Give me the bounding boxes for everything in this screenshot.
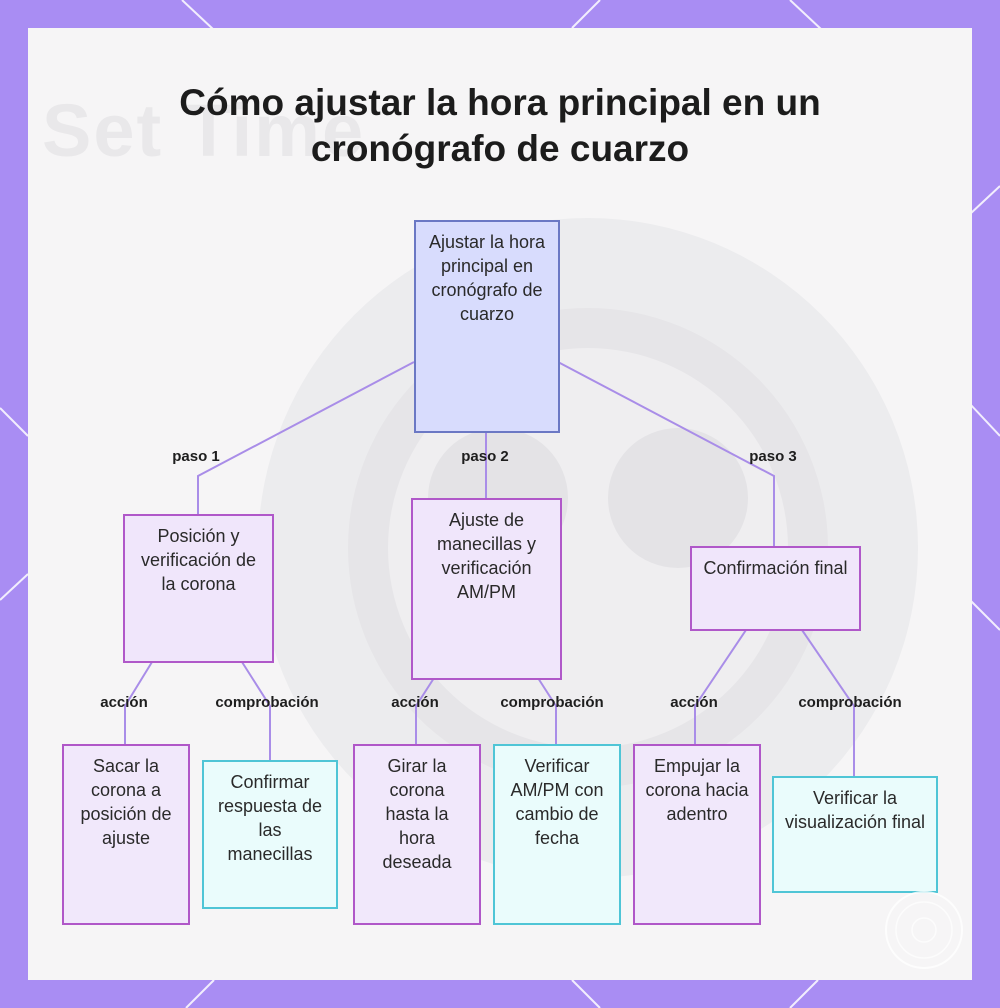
step-node-3: Confirmación final: [690, 546, 861, 631]
edge-label-accion-2: acción: [391, 694, 439, 711]
edge-step1-leaf1: [124, 661, 153, 744]
root-node: Ajustar la hora principal en cronógrafo …: [414, 220, 560, 433]
step-node-2: Ajuste de manecillas y verificación AM/P…: [411, 498, 562, 680]
leaf-node-4-label: Verificar AM/PM con cambio de fecha: [510, 756, 604, 848]
edge-label-paso-1: paso 1: [172, 448, 220, 465]
edge-step3-leaf5: [694, 629, 747, 744]
step-node-1-label: Posición y verificación de la corona: [140, 526, 257, 594]
leaf-node-6-label: Verificar la visualización final: [784, 788, 926, 832]
edge-label-paso-3: paso 3: [749, 448, 797, 465]
diagram-edges: [124, 361, 855, 776]
leaf-node-2-label: Confirmar respuesta de las manecillas: [217, 772, 323, 864]
edge-step2-leaf4: [537, 677, 557, 744]
leaf-node-5-label: Empujar la corona hacia adentro: [645, 756, 749, 824]
edge-label-comprobacion-1: comprobación: [215, 694, 319, 711]
edge-root-step3: [557, 361, 775, 546]
step-node-3-label: Confirmación final: [703, 558, 848, 578]
diagram-card: Set Time Cómo ajustar la hora principal …: [28, 28, 972, 980]
edge-step3-leaf6: [801, 629, 855, 776]
leaf-node-girar-corona: Girar la corona hasta la hora deseada: [353, 744, 481, 925]
leaf-node-3-label: Girar la corona hasta la hora deseada: [382, 756, 452, 872]
edge-label-accion-3: acción: [670, 694, 718, 711]
edge-label-comprobacion-2: comprobación: [500, 694, 604, 711]
edge-label-paso-2: paso 2: [461, 448, 509, 465]
step-node-2-label: Ajuste de manecillas y verificación AM/P…: [436, 510, 537, 602]
leaf-node-empujar-corona: Empujar la corona hacia adentro: [633, 744, 761, 925]
edge-label-comprobacion-3: comprobación: [798, 694, 902, 711]
edge-step1-leaf2: [241, 661, 271, 760]
diagram-title: Cómo ajustar la hora principal en un cro…: [179, 82, 821, 169]
leaf-node-1-label: Sacar la corona a posición de ajuste: [80, 756, 172, 848]
root-node-label: Ajustar la hora principal en cronógrafo …: [428, 232, 546, 324]
leaf-node-confirmar-respuesta: Confirmar respuesta de las manecillas: [202, 760, 338, 909]
step-node-1: Posición y verificación de la corona: [123, 514, 274, 663]
leaf-node-sacar-corona: Sacar la corona a posición de ajuste: [62, 744, 190, 925]
edge-root-step1: [197, 361, 415, 516]
edge-label-accion-1: acción: [100, 694, 148, 711]
leaf-node-verificar-visualizacion: Verificar la visualización final: [772, 776, 938, 893]
leaf-node-verificar-ampm: Verificar AM/PM con cambio de fecha: [493, 744, 621, 925]
edge-step2-leaf3: [415, 677, 435, 744]
watermark-seal-icon: [885, 891, 963, 969]
background-ghost-text: Set Time: [42, 89, 366, 172]
